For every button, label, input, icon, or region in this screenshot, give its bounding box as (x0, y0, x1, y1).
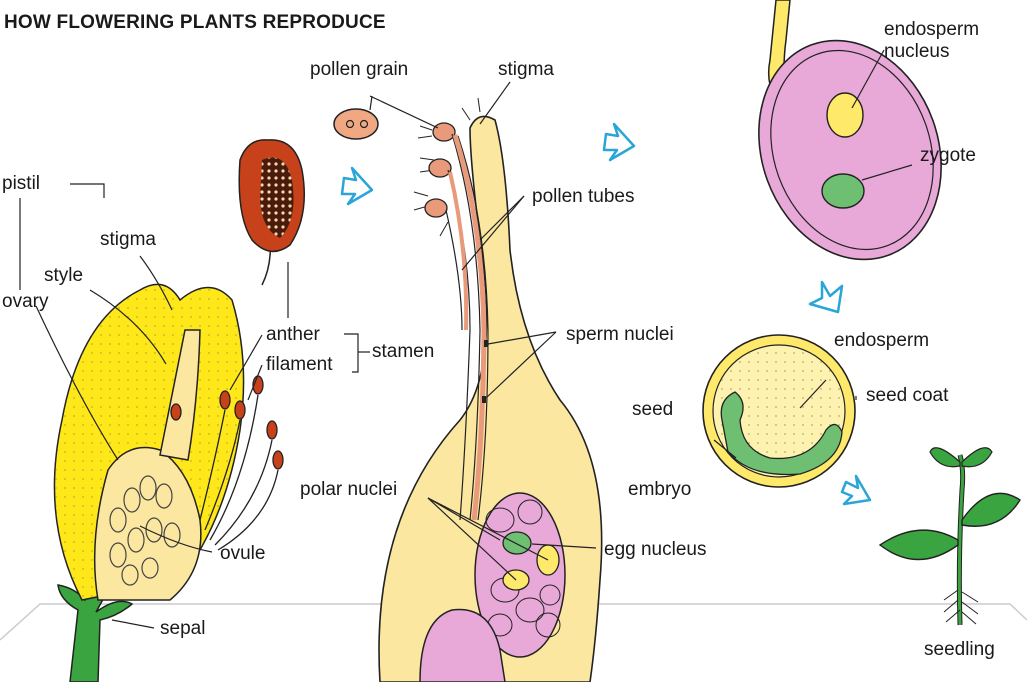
label-polar-nuclei: polar nuclei (300, 480, 397, 499)
label-anther: anther (266, 325, 320, 344)
egg-nucleus-shape (503, 532, 531, 554)
label-stigma-flower: stigma (100, 230, 156, 249)
pollen-grain-illustration (334, 109, 378, 139)
label-seedling: seedling (924, 640, 995, 659)
label-filament: filament (266, 355, 333, 374)
label-seed-coat: seed coat (866, 386, 948, 405)
label-stamen: stamen (372, 342, 434, 361)
label-endosperm-nucleus-line2: nucleus (884, 42, 950, 61)
diagram-title: HOW FLOWERING PLANTS REPRODUCE (4, 12, 386, 34)
label-endosperm-nucleus-line1: endosperm (884, 20, 979, 39)
label-embryo: embryo (628, 480, 691, 499)
label-pistil: pistil (2, 174, 40, 193)
label-pollen-tubes: pollen tubes (532, 187, 634, 206)
label-ovary: ovary (2, 292, 48, 311)
label-sepal: sepal (160, 619, 205, 638)
label-ovule: ovule (220, 544, 265, 563)
label-sperm-nuclei: sperm nuclei (566, 325, 674, 344)
zygote-shape (822, 174, 864, 208)
label-zygote: zygote (920, 146, 976, 165)
label-pollen-grain: pollen grain (310, 60, 408, 79)
endosperm-nucleus-shape (827, 93, 863, 137)
label-endosperm: endosperm (834, 331, 929, 350)
seed-illustration (703, 335, 855, 487)
label-style: style (44, 266, 83, 285)
label-stigma-pistil: stigma (498, 60, 554, 79)
anther-illustration (239, 140, 304, 285)
label-seed: seed (632, 400, 673, 419)
seedling-illustration (880, 448, 1020, 625)
label-egg-nucleus: egg nucleus (604, 540, 706, 559)
